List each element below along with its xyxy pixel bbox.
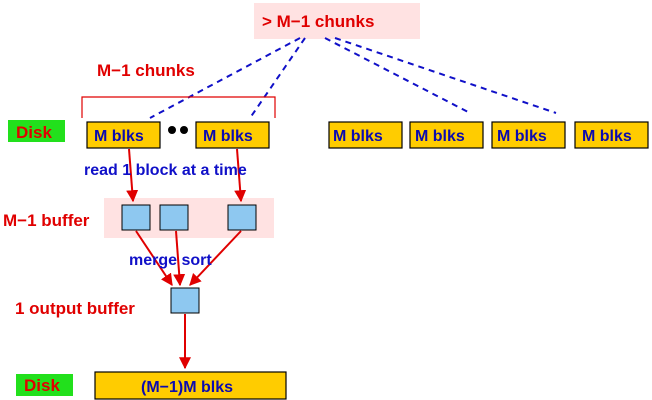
disk-label-bottom-bg xyxy=(16,374,73,396)
buffer-cell xyxy=(121,204,151,231)
result-block-label: (M−1)M blks xyxy=(141,379,233,396)
read-arrow-right xyxy=(234,148,247,203)
merge-arrow-right xyxy=(189,230,242,286)
ellipsis-dot xyxy=(168,126,176,134)
chunk-block-last-label: M blks xyxy=(203,128,253,145)
merge-arrow-left xyxy=(135,230,173,286)
right-chunk-block-label: M blks xyxy=(582,128,632,145)
top-chunks-label: > M−1 chunks xyxy=(262,12,374,31)
output-buffer-label: 1 output buffer xyxy=(15,299,135,318)
output-buffer-cell xyxy=(170,287,200,314)
brace-chunks-label: M−1 chunks xyxy=(97,61,195,80)
read-label: read 1 block at a time xyxy=(84,162,247,179)
right-chunk-block-label: M blks xyxy=(415,128,465,145)
dashed-line-to-chunk-4 xyxy=(334,37,557,114)
right-chunk-block-label: M blks xyxy=(333,128,383,145)
ellipsis-dot xyxy=(180,126,188,134)
merge-sort-label: merge sort xyxy=(129,252,212,269)
right-chunk-block xyxy=(491,121,566,149)
chunk-dashed-lines xyxy=(149,37,557,119)
dashed-line-to-last-chunk xyxy=(249,37,306,119)
dashed-line-to-chunk-3 xyxy=(324,37,471,114)
top-chunks-label-bg xyxy=(254,3,420,39)
chunk-block-last xyxy=(195,121,270,149)
right-chunk-block xyxy=(574,121,649,149)
merge-arrow-middle xyxy=(173,230,186,287)
chunk-group-bracket xyxy=(81,96,276,118)
buffer-label: M−1 buffer xyxy=(3,211,90,230)
right-chunk-block-label: M blks xyxy=(497,128,547,145)
chunk-block-first-label: M blks xyxy=(94,128,144,145)
disk-label-bottom: Disk xyxy=(24,376,60,395)
chunk-block-first xyxy=(86,121,161,149)
buffer-cell xyxy=(159,204,189,231)
read-arrow-left xyxy=(126,148,139,203)
right-chunk-block xyxy=(328,121,403,149)
result-block xyxy=(94,371,287,400)
disk-label-top-bg xyxy=(8,120,65,142)
disk-label-top: Disk xyxy=(16,123,52,142)
right-chunk-block xyxy=(409,121,484,149)
buffer-cell xyxy=(227,204,257,231)
